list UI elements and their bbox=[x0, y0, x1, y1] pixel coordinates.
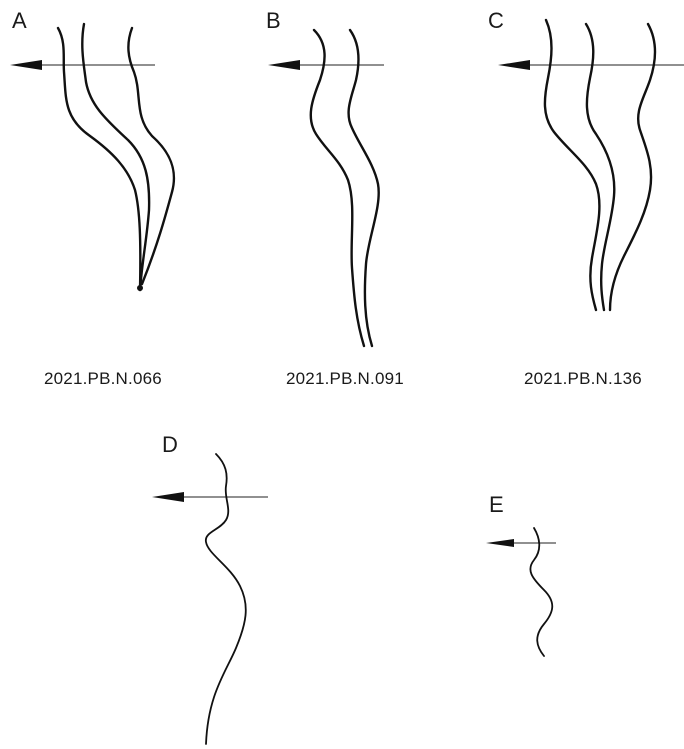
panel-b-drawing bbox=[268, 28, 384, 348]
panel-b-outline-1 bbox=[309, 28, 366, 348]
panel-c-specimen-id: 2021.PB.N.136 bbox=[524, 369, 642, 388]
panel-b-arrow-icon bbox=[268, 60, 300, 70]
panel-c-outline-2 bbox=[584, 22, 616, 312]
panel-e-arrow-icon bbox=[486, 539, 514, 547]
panel-c-arrow-icon bbox=[498, 60, 530, 70]
panel-e-outline bbox=[529, 527, 554, 657]
panel-a-outline-1 bbox=[56, 26, 142, 292]
panel-a-outline-3 bbox=[127, 26, 176, 286]
panel-a-letter: A bbox=[12, 8, 27, 33]
panel-c-outline-1 bbox=[543, 18, 601, 312]
panel-b-specimen-id: 2021.PB.N.091 bbox=[286, 369, 404, 388]
panel-c-drawing bbox=[498, 18, 684, 312]
panel-d-outline bbox=[205, 453, 247, 745]
panel-b-letter: B bbox=[266, 8, 281, 33]
panel-e-letter: E bbox=[489, 492, 504, 517]
panel-b-outline-2 bbox=[347, 28, 380, 348]
panel-c-outline-3 bbox=[608, 22, 657, 312]
panel-a-specimen-id: 2021.PB.N.066 bbox=[44, 369, 162, 388]
panel-d-letter: D bbox=[162, 432, 178, 457]
panel-a-arrow-icon bbox=[10, 60, 42, 70]
panel-a-outline-2 bbox=[81, 22, 151, 292]
panel-d-arrow-icon bbox=[152, 492, 184, 502]
panel-a-apex-point bbox=[137, 285, 143, 291]
panel-d-drawing bbox=[152, 453, 268, 745]
panel-a-drawing bbox=[10, 22, 176, 292]
panel-e-drawing bbox=[486, 527, 556, 657]
panel-c-letter: C bbox=[488, 8, 504, 33]
